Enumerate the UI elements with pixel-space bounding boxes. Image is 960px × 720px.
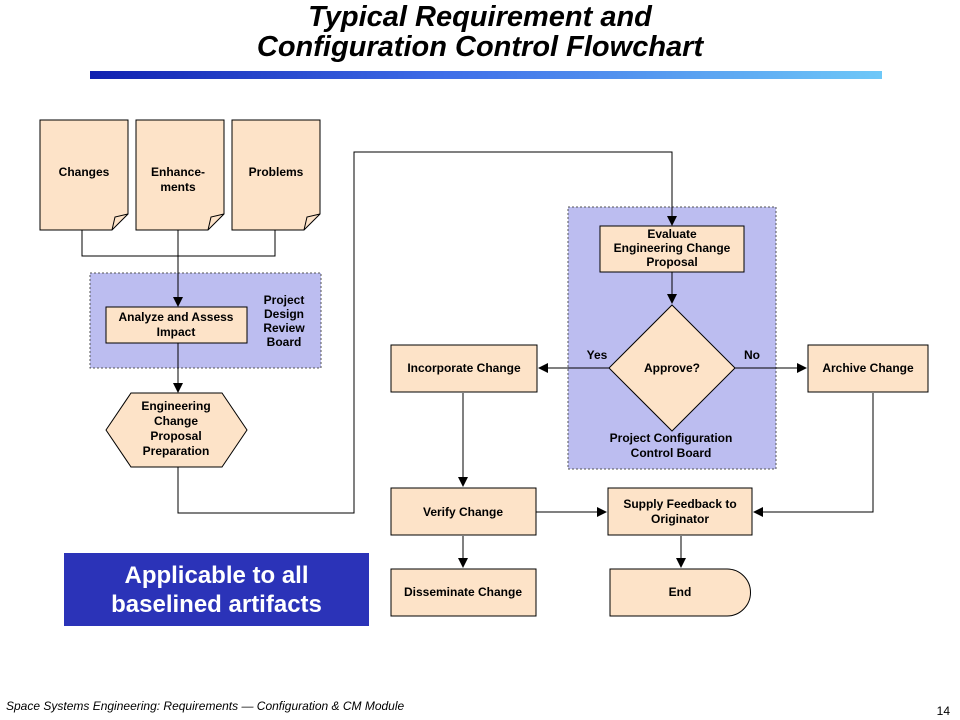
applicability-note: Applicable to all baselined artifacts <box>64 553 369 626</box>
evaluate-line2: Engineering Change <box>614 241 731 255</box>
footer-text: Space Systems Engineering: Requirements … <box>6 699 405 713</box>
feedback-label-line1: Supply Feedback to <box>623 497 736 511</box>
disseminate-change-box: Disseminate Change <box>390 568 537 617</box>
page-title-line2: Configuration Control Flowchart <box>256 31 704 63</box>
connector-archive-to-feedback <box>753 393 874 517</box>
archive-label: Archive Change <box>822 361 914 375</box>
analyze-assess-box: Analyze and Assess Impact <box>105 306 248 344</box>
connectors <box>81 151 874 568</box>
config-board-label: Project Configuration Control Board <box>610 431 733 460</box>
approve-decision-diamond: Approve? <box>608 304 736 432</box>
ecp-prep-line2: Change <box>154 414 198 428</box>
incorporate-change-box: Incorporate Change <box>390 344 538 393</box>
verify-change-box: Verify Change <box>390 487 537 536</box>
page-title-line1: Typical Requirement and <box>308 1 652 33</box>
evaluate-line3: Proposal <box>646 255 697 269</box>
disseminate-label: Disseminate Change <box>404 585 522 599</box>
input-changes: Changes <box>39 119 129 231</box>
evaluate-ecp-box: Evaluate Engineering Change Proposal <box>599 225 745 273</box>
design-board-label-line4: Board <box>267 335 302 349</box>
input-enhancements: Enhance- ments <box>135 119 225 231</box>
input-problems: Problems <box>231 119 321 231</box>
connector-ecp-to-evaluate <box>177 151 677 514</box>
end-label: End <box>669 585 692 599</box>
analyze-label-line1: Analyze and Assess <box>119 310 234 324</box>
title-underline-bar <box>90 71 882 79</box>
note-line1: Applicable to all <box>124 561 309 589</box>
changes-label: Changes <box>59 165 110 179</box>
problems-label: Problems <box>249 165 304 179</box>
enhancements-label-line1: Enhance- <box>151 165 205 179</box>
end-terminator: End <box>609 568 751 617</box>
note-line2: baselined artifacts <box>111 590 322 618</box>
ecp-prep-line4: Preparation <box>143 444 210 458</box>
page-title: Typical Requirement and Configuration Co… <box>0 2 960 62</box>
approve-label: Approve? <box>644 361 700 375</box>
incorporate-label: Incorporate Change <box>407 361 521 375</box>
feedback-label-line2: Originator <box>651 512 709 526</box>
verify-label: Verify Change <box>423 505 503 519</box>
enhancements-label-line2: ments <box>160 180 196 194</box>
design-board-label: Project Design Review Board <box>263 293 305 349</box>
design-board-label-line3: Review <box>263 321 305 335</box>
config-board-label-line1: Project Configuration <box>610 431 733 445</box>
no-label: No <box>744 348 760 362</box>
ecp-prep-line1: Engineering <box>141 399 210 413</box>
supply-feedback-box: Supply Feedback to Originator <box>607 487 753 536</box>
archive-change-box: Archive Change <box>807 344 929 393</box>
page-number: 14 <box>936 704 950 718</box>
yes-label: Yes <box>587 348 608 362</box>
ecp-prep-line3: Proposal <box>150 429 201 443</box>
analyze-label-line2: Impact <box>157 325 196 339</box>
design-board-label-line2: Design <box>264 307 304 321</box>
ecp-preparation-hexagon: Engineering Change Proposal Preparation <box>105 392 248 468</box>
config-board-label-line2: Control Board <box>631 446 712 460</box>
evaluate-line1: Evaluate <box>647 227 697 241</box>
design-board-label-line1: Project <box>264 293 305 307</box>
